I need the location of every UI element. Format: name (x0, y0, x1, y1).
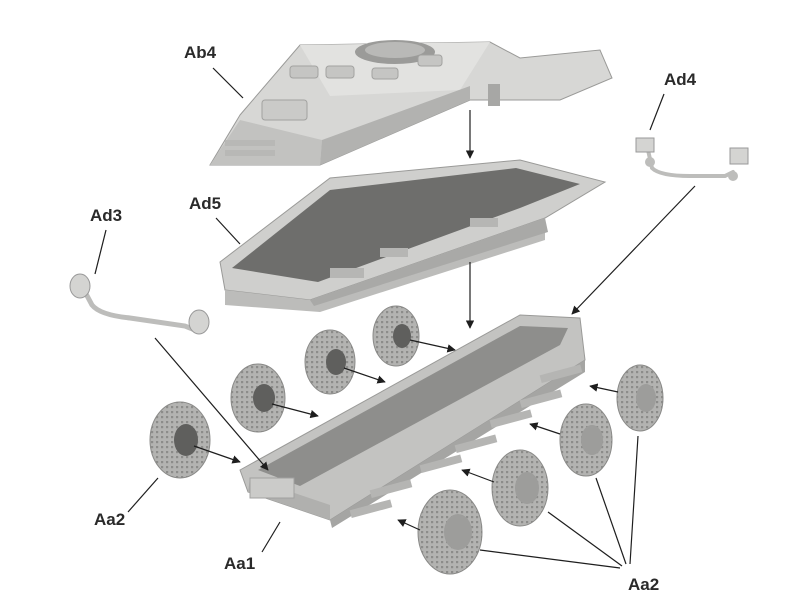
arrow-wheel-l1 (193, 445, 241, 464)
arrow-wheel-l4 (409, 339, 456, 353)
arrow-wheel-r4 (589, 383, 619, 393)
leader-aa2-r1 (479, 549, 621, 569)
mirror-ad4 (635, 137, 749, 181)
label-ab4: Ab4 (184, 43, 217, 62)
leader-aa2-r4 (629, 435, 639, 565)
mirror-ad3 (69, 273, 210, 335)
wheel-left-4 (372, 305, 420, 367)
label-aa2-left: Aa2 (94, 510, 126, 529)
wheel-right-4 (616, 364, 664, 432)
leader-aa2-r3 (595, 477, 627, 565)
label-ad3: Ad3 (90, 206, 123, 225)
label-ad5: Ad5 (189, 194, 222, 213)
upper-hull-ab4 (209, 40, 613, 166)
wheel-left-1 (149, 401, 211, 479)
wheel-right-1 (417, 489, 483, 575)
arrow-ad4-to-chassis (571, 185, 696, 315)
leader-aa2-left (127, 477, 159, 513)
leader-ad5 (215, 217, 241, 245)
wheel-right-2 (491, 449, 549, 527)
assembly-arrows (94, 67, 696, 569)
leader-aa1 (261, 521, 281, 553)
arrow-wheel-r3 (529, 422, 561, 435)
arrow-wheel-r2 (461, 468, 495, 483)
chassis-aa1 (239, 314, 586, 528)
arrow-wheel-r1 (397, 519, 421, 531)
label-aa2-right: Aa2 (628, 575, 660, 594)
wheels-aa2 (149, 305, 664, 575)
leader-aa2-r2 (547, 511, 623, 567)
label-aa1: Aa1 (224, 554, 256, 573)
wheel-left-2 (230, 363, 286, 433)
arrow-wheel-l2 (271, 403, 319, 419)
leader-ad3 (94, 229, 107, 275)
arrow-wheel-l3 (343, 367, 386, 384)
arrow-ad3-to-chassis (154, 337, 269, 471)
leader-ab4 (212, 67, 244, 99)
inner-hull-ad5 (219, 159, 607, 312)
wheel-left-3 (304, 329, 356, 395)
wheel-right-3 (559, 403, 613, 477)
leader-ad4 (649, 93, 665, 131)
label-ad4: Ad4 (664, 70, 697, 89)
